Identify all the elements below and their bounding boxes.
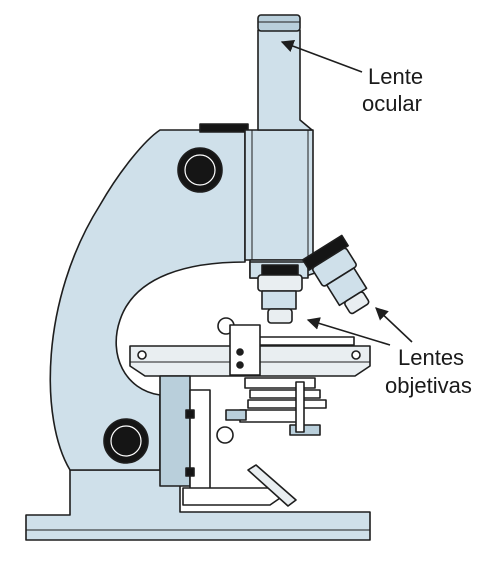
eyepiece-label-line1: Lente bbox=[368, 64, 423, 89]
stage-clip bbox=[217, 317, 261, 376]
eyepiece-tube bbox=[257, 29, 313, 131]
eyepiece-pointer bbox=[280, 40, 363, 73]
arm-top-plate bbox=[199, 123, 249, 133]
objectives-label-line2: objetivas bbox=[385, 373, 472, 398]
objectives-label-line1: Lentes bbox=[398, 345, 464, 370]
objective-pointer-right bbox=[375, 307, 413, 343]
objective-lens-vertical bbox=[257, 264, 303, 324]
objective-pointer-left bbox=[306, 317, 391, 346]
substage-bracket bbox=[159, 375, 191, 487]
mirror-arm bbox=[182, 487, 284, 506]
glass-slide bbox=[257, 336, 355, 346]
eyepiece-label-line2: ocular bbox=[362, 91, 422, 116]
objective-lens-angled bbox=[301, 234, 370, 315]
stage-mechanism bbox=[225, 377, 327, 436]
microscope-arm bbox=[49, 129, 246, 471]
eyepiece-lens bbox=[257, 14, 301, 32]
microscope-base bbox=[25, 469, 371, 541]
body-tube bbox=[244, 129, 314, 261]
